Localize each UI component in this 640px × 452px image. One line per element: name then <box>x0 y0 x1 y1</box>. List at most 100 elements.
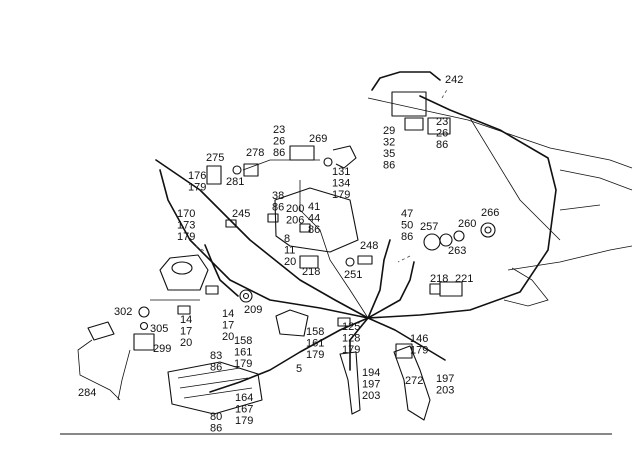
callout-number: 161 <box>234 347 252 359</box>
callout-number: 5 <box>296 363 302 375</box>
component-ignition-switch-257 <box>423 222 496 251</box>
callout-number: 248 <box>360 240 378 252</box>
callout-number: 11 <box>284 245 295 257</box>
component-connector-125 <box>337 317 351 327</box>
callout-number: 23 <box>436 116 448 128</box>
callout-number: 173 <box>177 220 195 232</box>
callout-269: 269 <box>309 133 327 145</box>
callout-number: 164 <box>235 392 253 404</box>
callout-number: 26 <box>273 136 285 148</box>
callout-number: 86 <box>272 202 284 214</box>
callout-number: 245 <box>232 208 250 220</box>
callout-number: 299 <box>153 343 171 355</box>
callout-number: 32 <box>383 137 395 149</box>
callout-number: 203 <box>362 390 380 402</box>
component-switch-248 <box>299 255 373 269</box>
callout-5: 5 <box>296 363 302 375</box>
callout-number: 128 <box>342 333 360 345</box>
callout-number: 20 <box>284 256 296 268</box>
callout-number: 176 <box>188 170 206 182</box>
callout-299: 299 <box>153 343 171 355</box>
callout-number: 86 <box>436 139 448 151</box>
callout-number: 17 <box>180 326 192 338</box>
callout-281: 281 <box>226 176 244 188</box>
callout-number: 17 <box>222 320 234 332</box>
callout-number: 179 <box>177 231 195 243</box>
callout-number: 86 <box>210 362 222 374</box>
callout-number: 50 <box>401 220 413 232</box>
callout-number: 83 <box>210 350 222 362</box>
callout-number: 125 <box>342 321 360 333</box>
callout-number: 179 <box>234 358 252 370</box>
callout-number: 284 <box>78 387 96 399</box>
component-relay-158 <box>275 309 309 337</box>
component-relay-top <box>391 91 451 135</box>
component-switch-194 <box>339 351 361 415</box>
callout-number: 200 <box>286 203 304 215</box>
callout-number: 281 <box>226 176 244 188</box>
component-bulb-holder-269 <box>289 145 357 169</box>
callout-266: 266 <box>481 207 499 219</box>
callout-number: 146 <box>410 333 428 345</box>
callout-263: 263 <box>448 245 466 257</box>
callout-number: 275 <box>206 152 224 164</box>
component-grommet-209 <box>239 289 253 303</box>
callout-number: 194 <box>362 367 380 379</box>
callout-number: 20 <box>222 331 234 343</box>
callout-number: 41 <box>308 201 320 213</box>
component-pedal-switch-272 <box>393 343 431 421</box>
callout-218: 218 <box>430 273 448 285</box>
callout-272: 272 <box>405 375 423 387</box>
component-connector-245 <box>225 219 237 228</box>
callout-305: 305 <box>150 323 168 335</box>
callout-251: 251 <box>344 269 362 281</box>
callout-number: 47 <box>401 208 413 220</box>
component-wiper-motor <box>159 254 209 291</box>
callout-number: 158 <box>306 326 324 338</box>
callout-number: 131 <box>332 166 350 178</box>
callout-number: 218 <box>430 273 448 285</box>
callout-number: 86 <box>383 160 395 172</box>
callout-275: 275 <box>206 152 224 164</box>
callout-number: 8 <box>284 233 290 245</box>
callout-260: 260 <box>458 218 476 230</box>
callout-number: 86 <box>401 231 413 243</box>
callout-number: 80 <box>210 411 222 423</box>
callout-number: 29 <box>383 125 395 137</box>
main-harness <box>77 71 557 401</box>
component-control-unit-131 <box>267 187 359 253</box>
callout-number: 44 <box>308 213 320 225</box>
callout-278: 278 <box>246 147 264 159</box>
callout-number: 86 <box>273 147 285 159</box>
callout-number: 257 <box>420 221 438 233</box>
callout-number: 86 <box>210 423 222 435</box>
callout-number: 179 <box>410 345 428 357</box>
callout-221: 221 <box>455 273 473 285</box>
callout-218: 218 <box>302 266 320 278</box>
callout-number: 179 <box>235 415 253 427</box>
callout-284: 284 <box>78 387 96 399</box>
callout-number: 242 <box>445 74 463 86</box>
callout-257: 257 <box>420 221 438 233</box>
callout-number: 23 <box>273 124 285 136</box>
callout-number: 14 <box>222 308 234 320</box>
callout-209: 209 <box>244 304 262 316</box>
callout-number: 209 <box>244 304 262 316</box>
callout-number: 161 <box>306 338 324 350</box>
callout-number: 179 <box>306 349 324 361</box>
component-fuse-box <box>167 361 263 415</box>
callout-number: 269 <box>309 133 327 145</box>
